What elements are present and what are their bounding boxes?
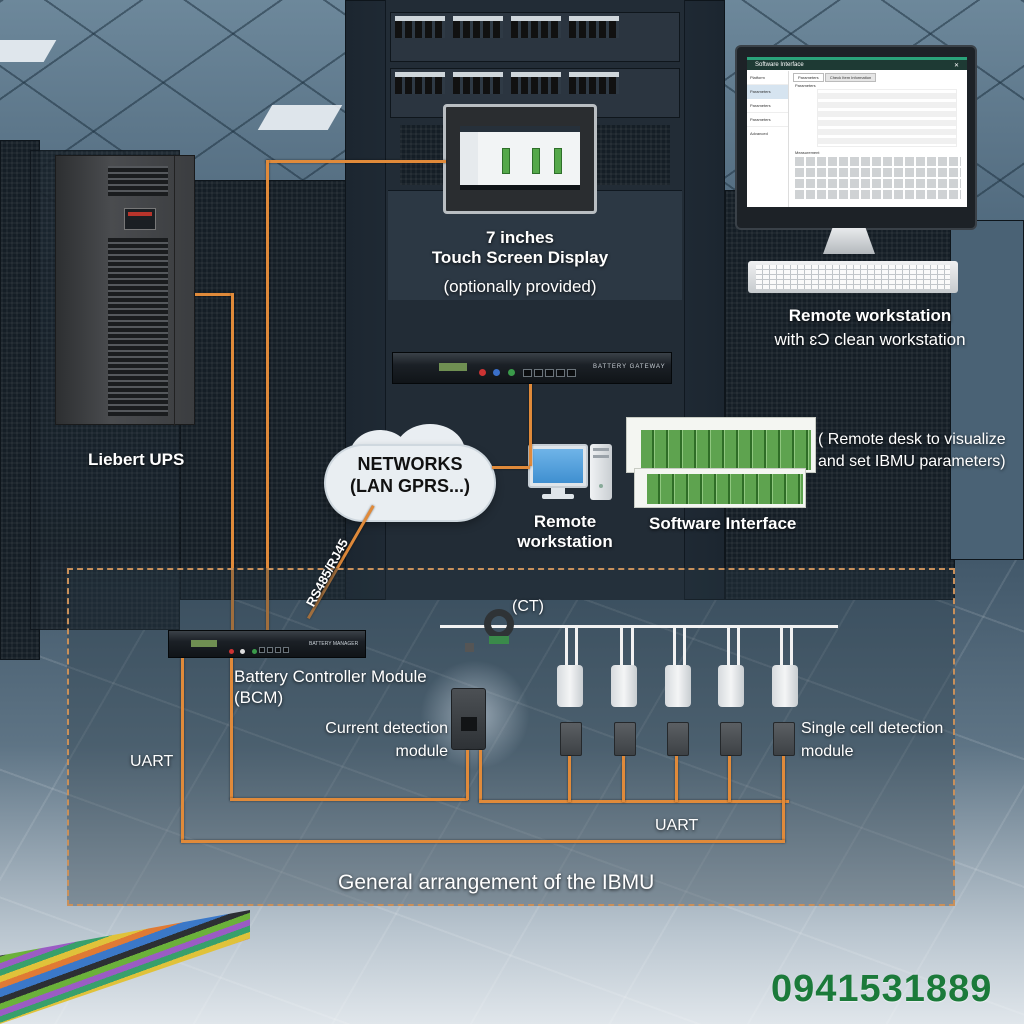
sidebar-item[interactable]: Parameters [747, 99, 788, 113]
software-interface-label: Software Interface [649, 514, 797, 533]
remote-desk-label: ( Remote desk to visualize and set IBMU … [818, 431, 1006, 471]
uart-wire-bcm-h [230, 798, 468, 801]
keyboard [748, 261, 958, 293]
uart-cell-3 [675, 756, 678, 802]
ct-terminal [489, 636, 509, 644]
ct-label: (CT) [512, 598, 544, 615]
software-sidebar: Platform Parameters Parameters Parameter… [747, 71, 789, 207]
gateway-brand-label: BATTERY GATEWAY [593, 364, 666, 370]
gateway-lcd [439, 363, 467, 371]
bcm-lcd [191, 640, 217, 647]
wire-ups-h [195, 293, 233, 296]
server-rack-right-edge [950, 220, 1024, 560]
software-window[interactable]: Software Interface✕ Platform Parameters … [747, 57, 967, 207]
uart-wire-cur-down [466, 750, 469, 800]
uart-cell-5 [782, 756, 785, 842]
gateway-ports [523, 364, 578, 382]
uart-wire-cur-right [479, 750, 482, 802]
server-rack-right [725, 190, 955, 600]
liebert-ups-label: Liebert UPS [88, 450, 185, 469]
uart-cell-4 [728, 756, 731, 802]
software-window-title: Software Interface✕ [747, 60, 967, 70]
close-icon[interactable]: ✕ [953, 63, 959, 69]
section-measurement: Measurement [795, 150, 820, 155]
tab-check-info[interactable]: Check Item Information [824, 73, 877, 82]
current-detection-label: Current detection module [325, 720, 448, 761]
sidebar-item[interactable]: Parameters [747, 113, 788, 127]
current-detection-module [451, 688, 486, 750]
ups-display [124, 208, 156, 230]
liebert-ups [55, 155, 195, 426]
uart-left-label: UART [130, 753, 174, 770]
touch-screen-label: 7 inches Touch Screen Display [431, 228, 609, 268]
sidebar-item[interactable]: Platform [747, 71, 788, 85]
software-tabs: Parameters Check Item Information [793, 73, 877, 82]
pc-monitor-stand [551, 488, 565, 496]
bcm-ports [259, 640, 291, 658]
touch-screen-display[interactable] [443, 104, 597, 214]
single-cell-module-4 [720, 722, 742, 756]
remote-workstation-mid-label: Remote workstation [517, 512, 613, 552]
touch-screen-optional-label: (optionally provided) [443, 277, 597, 296]
uart-wire-bcm-down [230, 658, 233, 800]
current-transformer [484, 609, 514, 639]
battery-cell-2 [611, 665, 637, 707]
pc-tower-icon [590, 444, 612, 500]
touch-chart-bar [554, 148, 562, 174]
networks-cloud: NETWORKS (LAN GPRS...) [326, 446, 494, 520]
wire-gateway-down [529, 384, 532, 466]
pc-monitor-icon [528, 444, 588, 488]
sidebar-item[interactable]: Parameters [747, 85, 788, 99]
wire-ups-v [231, 293, 234, 630]
single-cell-module-3 [667, 722, 689, 756]
uart-wire-outer-v [181, 658, 184, 842]
single-cell-module-2 [614, 722, 636, 756]
single-cell-module-5 [773, 722, 795, 756]
battery-cell-1 [557, 665, 583, 707]
remote-workstation-top-sublabel: with ɛƆ clean workstation [774, 330, 966, 349]
sidebar-item[interactable]: Advanced [750, 131, 768, 136]
bcm-label: Battery Controller Module (BCM) [234, 667, 427, 708]
battery-cell-4 [718, 665, 744, 707]
single-cell-module-1 [560, 722, 582, 756]
battery-cell-5 [772, 665, 798, 707]
touch-screen-ui [460, 126, 580, 190]
uart-chain [479, 800, 789, 803]
remote-workstation-top-label: Remote workstation [788, 306, 952, 325]
uart-cell-2 [622, 756, 625, 802]
wire-touch-to-bcm-v [266, 160, 269, 630]
phone-number: 0941531889 [771, 968, 993, 1010]
server-rack-mid-left [180, 180, 350, 600]
remote-workstation-monitor: Software Interface✕ Platform Parameters … [735, 45, 977, 230]
pc-monitor-base [542, 494, 574, 499]
software-interface-chart-2 [634, 468, 806, 508]
onscreen-keyboard[interactable] [795, 157, 961, 201]
battery-controller-module: BATTERY MANAGER [168, 630, 366, 658]
battery-gateway-device: BATTERY GATEWAY [392, 352, 672, 384]
ct-connector [465, 643, 474, 652]
single-cell-label: Single cell detection module [801, 720, 944, 761]
tab-parameters[interactable]: Parameters [793, 73, 824, 82]
bcm-brand-label: BATTERY MANAGER [309, 641, 359, 647]
touch-chart-bar [502, 148, 510, 174]
battery-cell-3 [665, 665, 691, 707]
ceiling-light [257, 105, 343, 130]
patch-panel [390, 12, 680, 62]
section-parameters: Parameters [795, 83, 816, 88]
software-interface-chart-1 [626, 417, 816, 473]
wire-touch-to-bcm-h [266, 160, 446, 163]
diagram-title: General arrangement of the IBMU [338, 871, 655, 894]
uart-cell-1 [568, 756, 571, 802]
touch-chart-bar [532, 148, 540, 174]
uart-wire-outer-h [181, 840, 785, 843]
parameter-fields [817, 89, 957, 147]
uart-bottom-label: UART [655, 817, 699, 834]
wire-cloud-pc [492, 466, 530, 469]
monitor-stand [823, 228, 875, 254]
